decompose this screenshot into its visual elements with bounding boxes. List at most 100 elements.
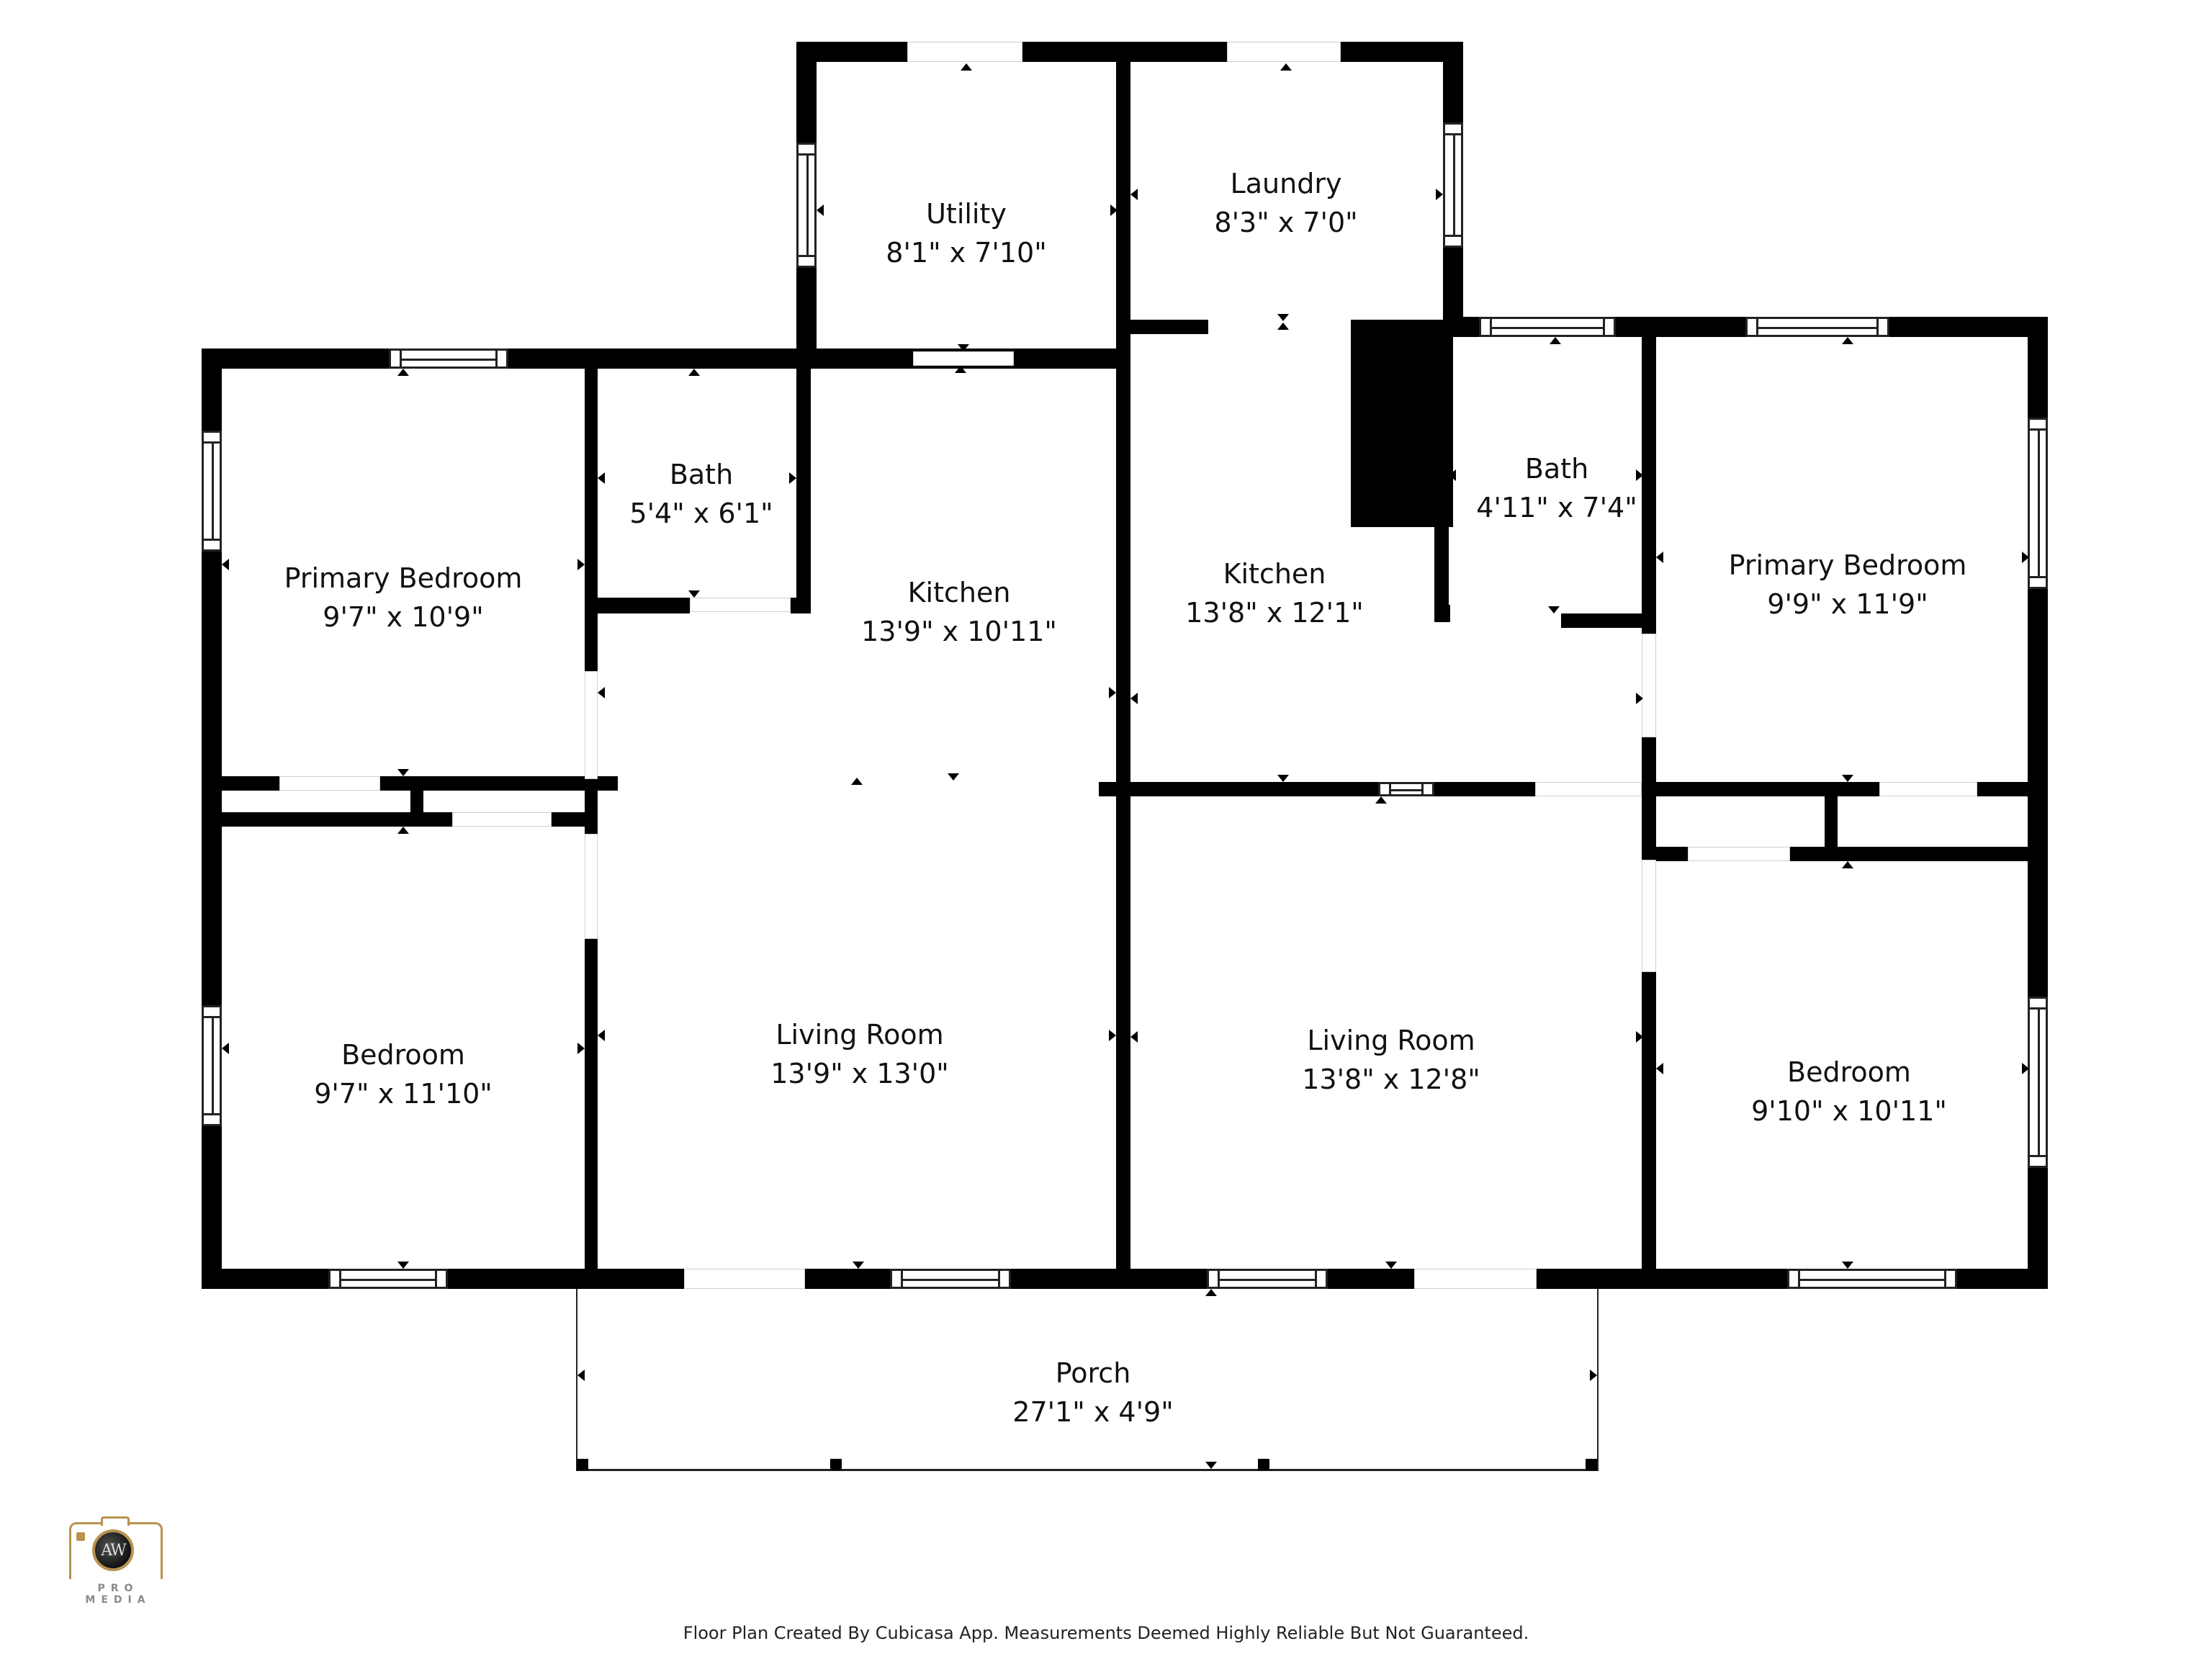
porch-post [577, 1459, 588, 1470]
doorway [1642, 860, 1656, 972]
wall [1889, 317, 2048, 337]
wall [1116, 42, 1130, 841]
room-dimensions: 8'3" x 7'0" [1214, 207, 1358, 238]
room-dimensions: 13'8" x 12'1" [1185, 597, 1364, 629]
dimension-marker-icon [1109, 1030, 1116, 1041]
dimension-marker-icon [1656, 1063, 1663, 1074]
doorway [1688, 847, 1790, 861]
wall [1341, 42, 1463, 62]
porch-outline [1597, 1289, 1599, 1470]
doorway [684, 1269, 805, 1289]
room-label-bedroom-right: Bedroom 9'10" x 10'11" [1751, 1053, 1947, 1130]
dimension-marker-icon [851, 778, 863, 785]
wall [508, 349, 1130, 369]
dimension-marker-icon [397, 827, 409, 834]
wall [1977, 782, 2048, 796]
dimension-marker-icon [397, 1262, 409, 1269]
wall [1443, 242, 1463, 328]
dimension-marker-icon [1449, 469, 1456, 481]
wall [448, 1269, 684, 1289]
window [2028, 997, 2048, 1168]
room-name: Bedroom [1787, 1056, 1911, 1088]
logo-monogram: AW [101, 1541, 127, 1560]
room-dimensions: 13'9" x 10'11" [861, 616, 1057, 647]
doorway [1642, 634, 1656, 737]
doorway [585, 834, 598, 939]
dimension-marker-icon [1375, 796, 1387, 804]
doorway [913, 351, 1014, 366]
dimension-marker-icon [397, 369, 409, 376]
room-name: Utility [926, 198, 1007, 230]
room-label-primary-bedroom-left: Primary Bedroom 9'7" x 10'9" [284, 559, 523, 637]
wall [1825, 782, 1838, 861]
doorway [1879, 782, 1977, 796]
dimension-marker-icon [1842, 775, 1853, 782]
wall [1656, 847, 1688, 861]
dimension-marker-icon [853, 1262, 864, 1269]
dimension-marker-icon [598, 687, 605, 698]
wall [1434, 605, 1450, 622]
doorway [907, 42, 1022, 62]
window [202, 431, 222, 552]
wall [1790, 847, 2048, 861]
camera-flash-icon [76, 1532, 85, 1541]
porch-post [1258, 1459, 1269, 1470]
room-dimensions: 27'1" x 4'9" [1012, 1396, 1174, 1428]
room-label-utility: Utility 8'1" x 7'10" [886, 194, 1046, 272]
wall [1642, 337, 1656, 634]
wall [202, 1269, 328, 1289]
room-label-bath-left: Bath 5'4" x 6'1" [629, 455, 773, 533]
room-dimensions: 13'9" x 13'0" [770, 1058, 949, 1089]
dimension-marker-icon [1842, 1262, 1853, 1269]
wall [805, 1269, 890, 1289]
room-label-living-room-right: Living Room 13'8" x 12'8" [1302, 1021, 1480, 1099]
room-name: Living Room [1307, 1025, 1475, 1056]
wall [1957, 1269, 2048, 1289]
wall [1642, 737, 1656, 791]
doorway [1414, 1269, 1537, 1289]
window [389, 349, 508, 369]
wall [1537, 1269, 1787, 1289]
dimension-marker-icon [1636, 469, 1643, 481]
porch-post [1586, 1459, 1597, 1470]
dimension-marker-icon [1205, 1289, 1217, 1296]
wall [1616, 317, 1745, 337]
wall [796, 42, 907, 62]
room-name: Primary Bedroom [284, 562, 523, 594]
room-label-living-room-left: Living Room 13'9" x 13'0" [770, 1015, 949, 1093]
dimension-marker-icon [1842, 337, 1853, 344]
window [2028, 418, 2048, 589]
room-label-porch: Porch 27'1" x 4'9" [1012, 1354, 1173, 1431]
wall [1434, 782, 1535, 796]
room-dimensions: 8'1" x 7'10" [886, 237, 1047, 269]
wall [222, 812, 452, 827]
dimension-marker-icon [961, 63, 972, 71]
wall [2028, 317, 2048, 418]
dimension-marker-icon [1277, 775, 1289, 782]
dimension-marker-icon [1550, 337, 1561, 344]
room-dimensions: 5'4" x 6'1" [629, 498, 773, 529]
wall [585, 356, 598, 671]
wall [1443, 42, 1463, 128]
dimension-marker-icon [1636, 1031, 1643, 1043]
dimension-marker-icon [1205, 1462, 1217, 1469]
dimension-marker-icon [1656, 552, 1663, 563]
room-name: Kitchen [907, 577, 1011, 608]
room-dimensions: 9'7" x 10'9" [323, 601, 484, 633]
room-name: Kitchen [1223, 558, 1326, 590]
doorway [1535, 782, 1642, 796]
doorway [585, 671, 598, 779]
dimension-marker-icon [1277, 323, 1289, 330]
dimension-marker-icon [958, 344, 969, 351]
room-name: Living Room [775, 1019, 944, 1051]
room-label-bath-right: Bath 4'11" x 7'4" [1476, 449, 1637, 527]
dimension-marker-icon [1130, 1031, 1138, 1043]
logo-text: PRO MEDIA [85, 1583, 151, 1606]
wall [1130, 320, 1208, 334]
dimension-marker-icon [817, 204, 824, 216]
dimension-marker-icon [1280, 63, 1292, 71]
dimension-marker-icon [688, 369, 700, 376]
dimension-marker-icon [1277, 314, 1289, 321]
window [890, 1269, 1011, 1289]
dimension-marker-icon [397, 769, 409, 776]
